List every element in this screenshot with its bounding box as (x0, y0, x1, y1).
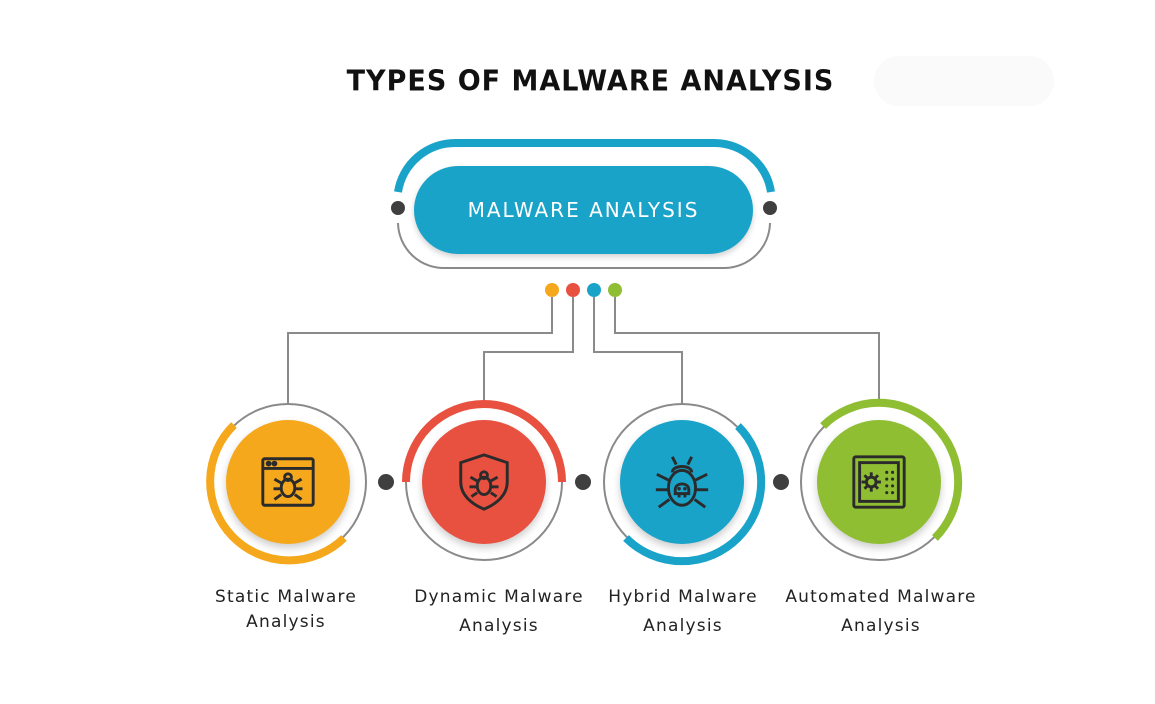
connector-dot-red (566, 283, 580, 297)
connector-dynamic (483, 297, 574, 400)
root-left-dot (391, 201, 405, 215)
root-frame-top-arc (394, 138, 775, 193)
type-node-automated (817, 420, 941, 544)
separator-dot-3 (773, 474, 789, 490)
page-title: TYPES OF MALWARE ANALYSIS (346, 65, 835, 98)
background-blur (874, 56, 1054, 106)
label-automated-line1: Automated Malware (785, 587, 977, 607)
type-node-dynamic (422, 420, 546, 544)
root-node-label: MALWARE ANALYSIS (467, 198, 700, 222)
label-automated: Automated Malware Analysis (759, 583, 1003, 641)
connector-dot-blue (587, 283, 601, 297)
root-right-dot (763, 201, 777, 215)
label-dynamic-line2: Analysis (459, 616, 539, 636)
separator-dot-2 (575, 474, 591, 490)
connector-dot-green (608, 283, 622, 297)
label-dynamic: Dynamic Malware Analysis (389, 583, 609, 641)
label-hybrid: Hybrid Malware Analysis (573, 583, 793, 641)
shield-bug-icon (459, 453, 509, 511)
bug-skull-icon (655, 456, 709, 509)
separator-dot-1 (378, 474, 394, 490)
label-hybrid-line1: Hybrid Malware (608, 587, 758, 607)
label-static: Static Malware Analysis (176, 585, 396, 635)
connector-dot-orange (545, 283, 559, 297)
arc-dynamic (402, 400, 566, 483)
root-frame-bottom-arc (397, 222, 771, 270)
type-node-static (226, 420, 350, 544)
arc-static (206, 422, 347, 565)
connector-static (287, 297, 553, 404)
root-node-malware-analysis: MALWARE ANALYSIS (414, 166, 753, 254)
label-static-line2: Analysis (246, 612, 326, 632)
safe-gear-icon (852, 455, 906, 509)
label-hybrid-line2: Analysis (643, 616, 723, 636)
label-automated-line2: Analysis (841, 616, 921, 636)
label-static-line1: Static Malware (214, 587, 358, 607)
type-node-hybrid (620, 420, 744, 544)
connector-hybrid (593, 297, 683, 404)
label-dynamic-line1: Dynamic Malware (414, 587, 584, 607)
connector-automated (614, 297, 880, 400)
browser-bug-icon (261, 457, 315, 507)
arc-automated (820, 398, 963, 541)
arc-hybrid (623, 423, 766, 566)
